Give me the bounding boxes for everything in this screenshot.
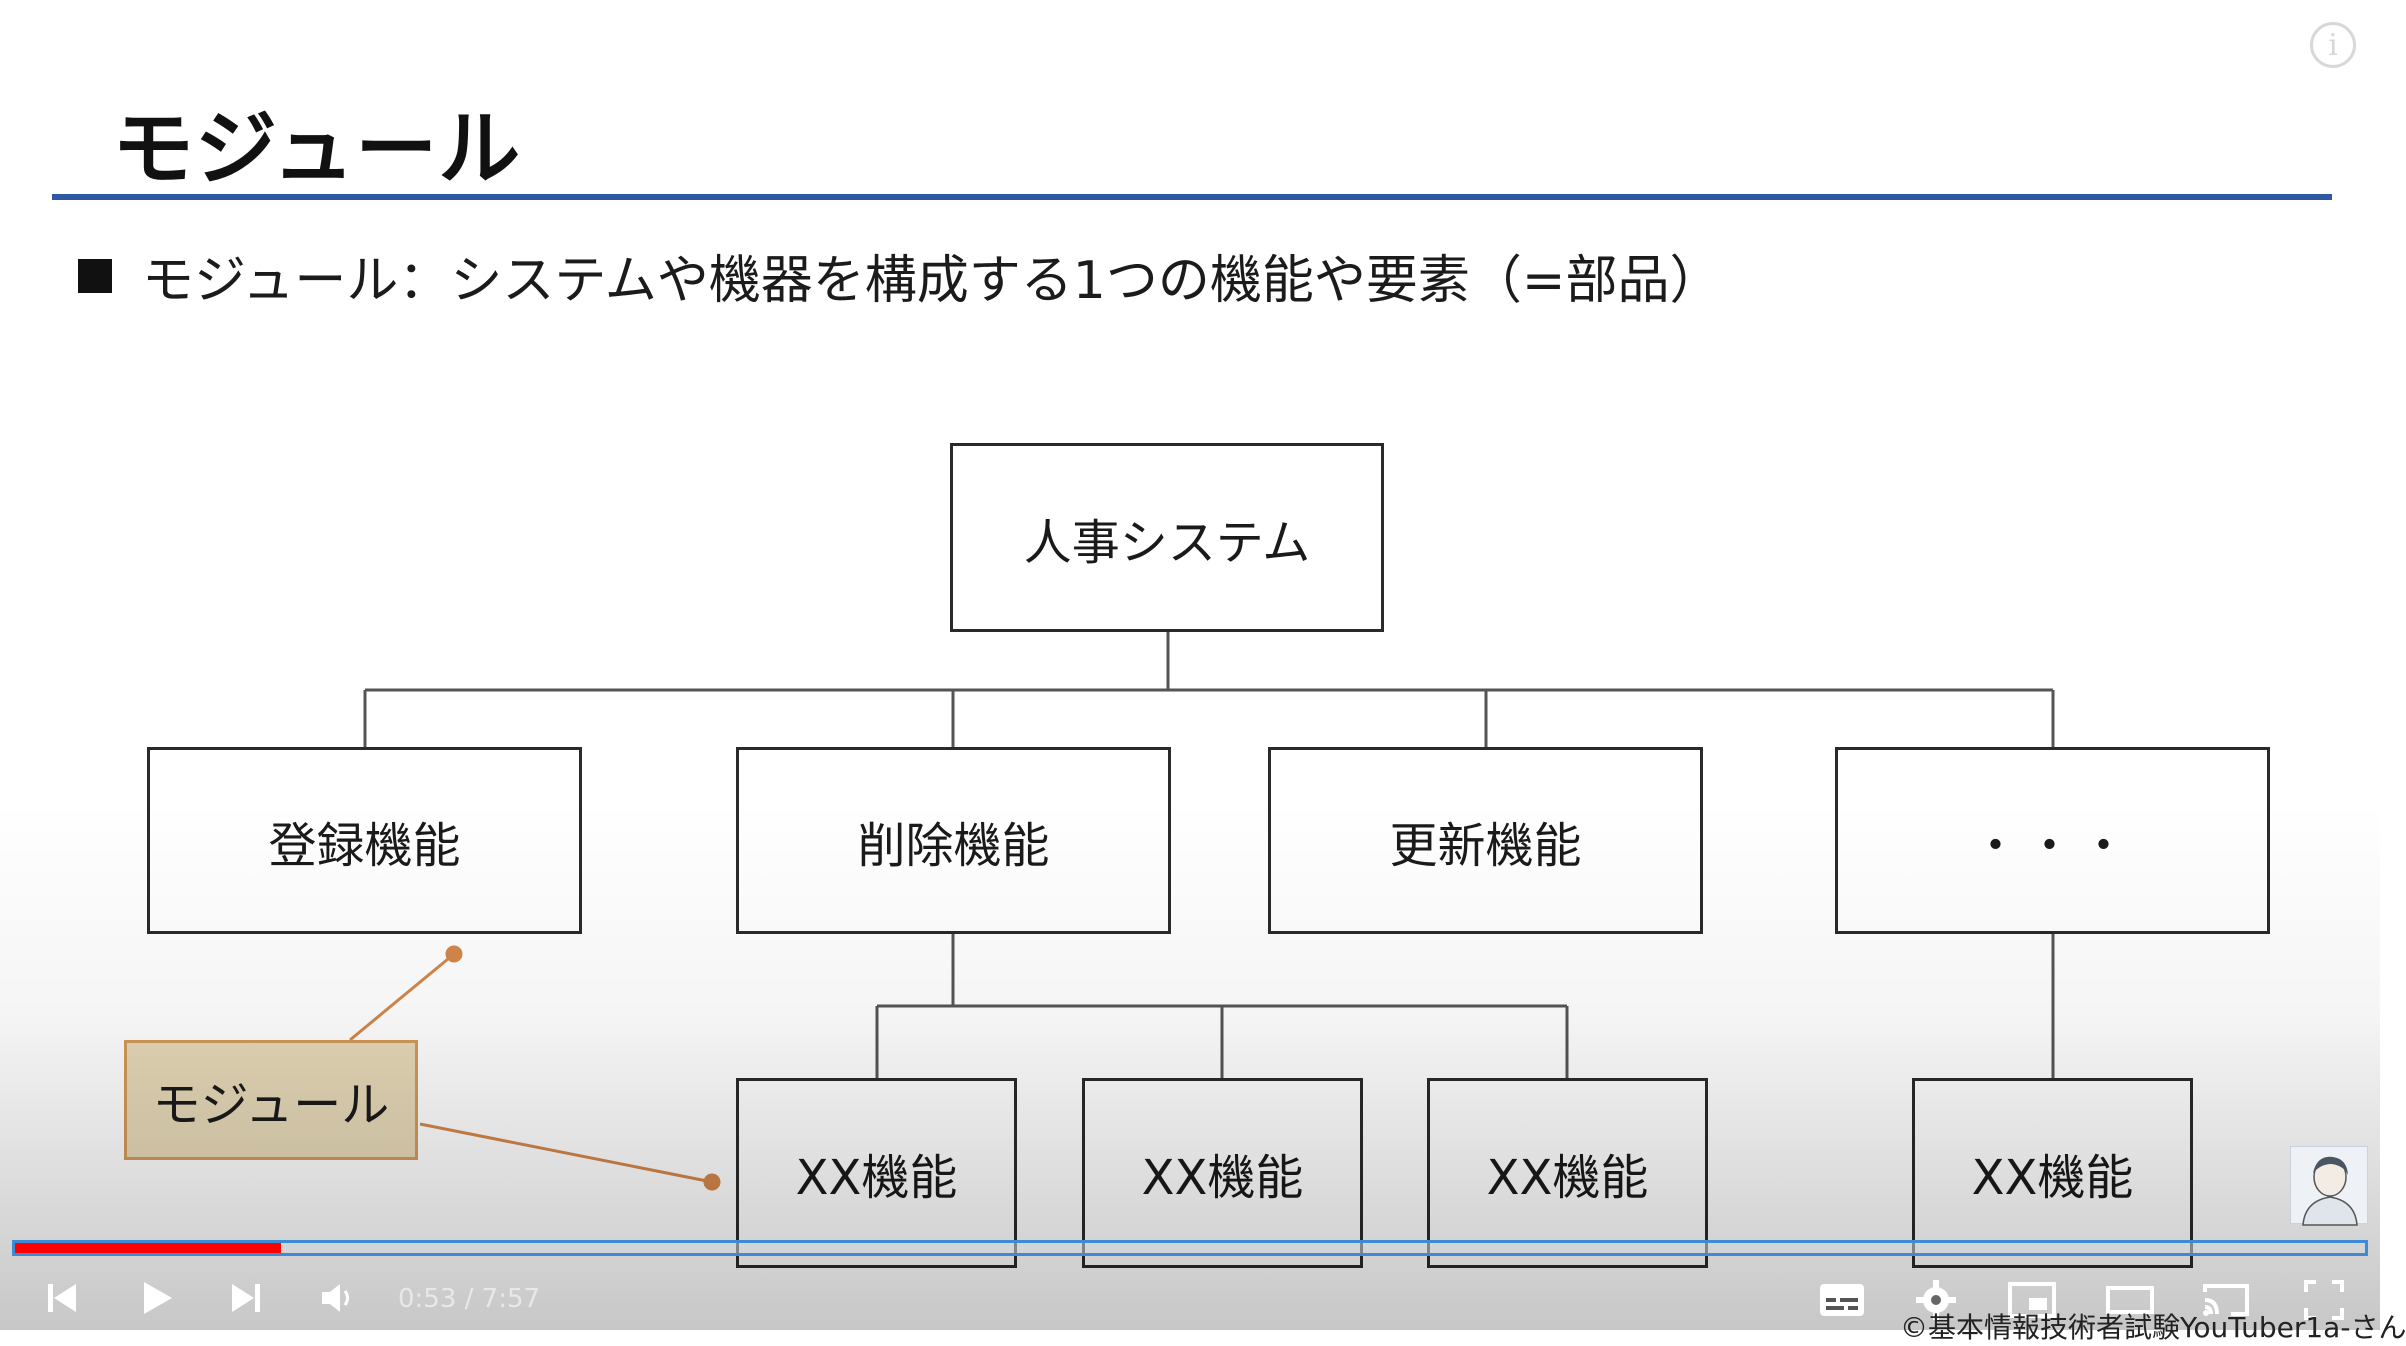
- progress-bar[interactable]: [12, 1240, 2368, 1256]
- submodule-node: XX機能: [1082, 1078, 1363, 1268]
- submodule-node: XX機能: [736, 1078, 1017, 1268]
- video-credit: ©基本情報技術者試験YouTuber1a-さん: [1900, 1311, 2406, 1344]
- fullscreen-icon[interactable]: [2300, 1276, 2348, 1324]
- subtitles-icon[interactable]: [1818, 1278, 1866, 1322]
- bullet-square-icon: [78, 258, 112, 293]
- tree-connectors: [349, 632, 2055, 1191]
- theater-icon[interactable]: [2104, 1280, 2156, 1320]
- module-node-update: 更新機能: [1268, 747, 1703, 934]
- time-display: 0:53 / 7:57: [398, 1284, 541, 1314]
- video-frame: i モジュール モジュール：システムや機器を構成する1つの機能や要素（=部品）: [0, 22, 2406, 1344]
- module-callout: モジュール: [124, 1040, 418, 1160]
- channel-avatar[interactable]: [2290, 1146, 2368, 1226]
- root-node: 人事システム: [950, 443, 1384, 632]
- info-icon[interactable]: i: [2310, 22, 2356, 68]
- previous-icon[interactable]: [40, 1276, 84, 1320]
- slide-title: モジュール: [112, 102, 522, 197]
- volume-icon[interactable]: [316, 1276, 360, 1320]
- next-icon[interactable]: [224, 1276, 268, 1320]
- cast-icon[interactable]: [2200, 1278, 2252, 1322]
- progress-played: [15, 1243, 281, 1253]
- module-node-register: 登録機能: [147, 747, 582, 934]
- miniplayer-icon[interactable]: [2006, 1278, 2058, 1322]
- bullet-text: モジュール：システムや機器を構成する1つの機能や要素（=部品）: [142, 251, 1722, 311]
- play-icon[interactable]: [132, 1274, 180, 1322]
- module-node-delete: 削除機能: [736, 747, 1171, 934]
- submodule-node: XX機能: [1427, 1078, 1708, 1268]
- title-underline: [52, 194, 2332, 200]
- settings-icon[interactable]: [1912, 1276, 1960, 1324]
- bullet-point: モジュール：システムや機器を構成する1つの機能や要素（=部品）: [78, 238, 1721, 313]
- submodule-node: XX機能: [1912, 1078, 2193, 1268]
- module-node-more: ・・・: [1835, 747, 2270, 934]
